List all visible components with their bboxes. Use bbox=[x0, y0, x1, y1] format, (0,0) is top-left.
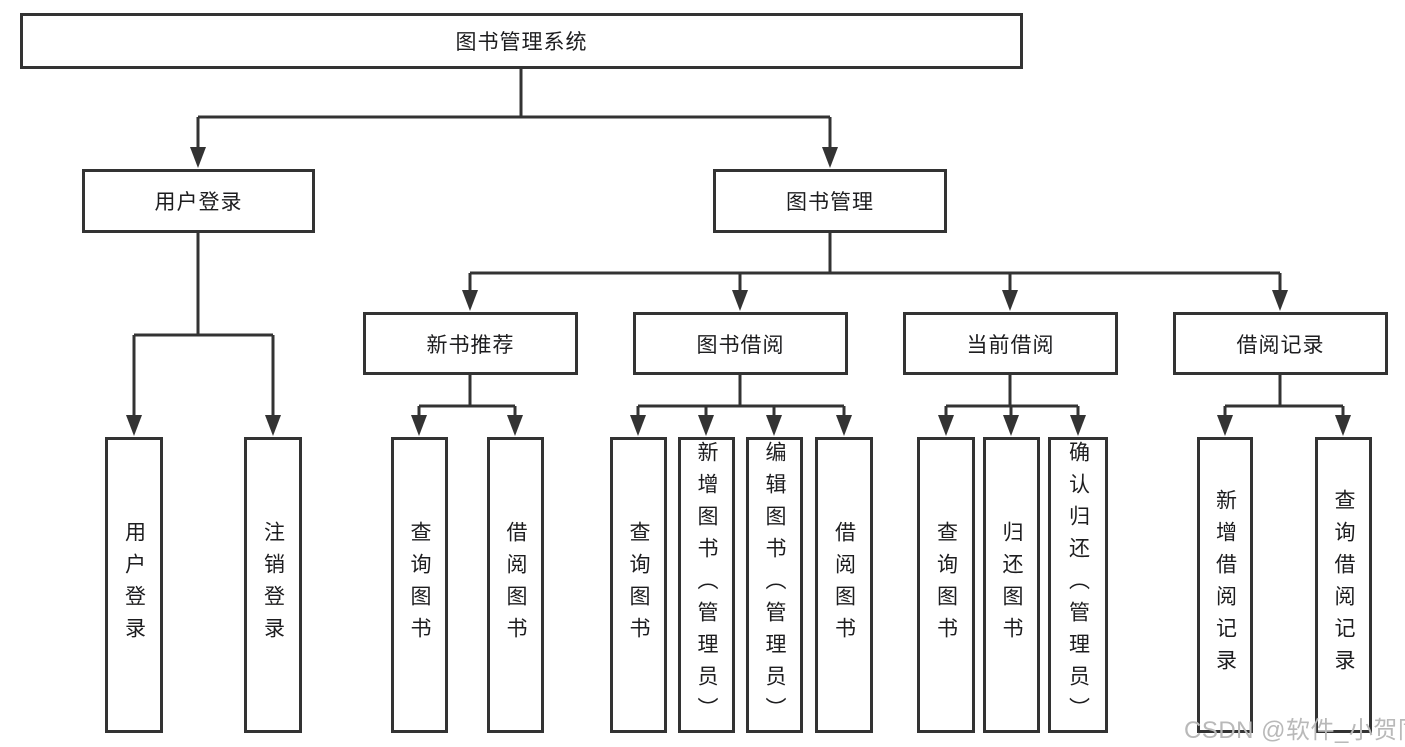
node-label: 查询借阅记录 bbox=[1332, 489, 1355, 681]
node-add-book-admin: 新增图书（管理员） bbox=[678, 437, 735, 733]
node-confirm-return-admin: 确认归还（管理员） bbox=[1048, 437, 1108, 733]
node-borrowing-records: 借阅记录 bbox=[1173, 312, 1388, 375]
node-label: 查询图书 bbox=[408, 521, 431, 649]
node-label: 编辑图书（管理员） bbox=[763, 441, 786, 729]
node-label: 确认归还（管理员） bbox=[1066, 441, 1090, 729]
node-label: 借阅图书 bbox=[832, 521, 856, 649]
node-book-borrowing: 图书借阅 bbox=[633, 312, 848, 375]
node-borrow-books-leaf: 借阅图书 bbox=[815, 437, 873, 733]
node-query-books-current: 查询图书 bbox=[917, 437, 975, 733]
node-query-books-borrow: 查询图书 bbox=[610, 437, 667, 733]
node-label: 图书借阅 bbox=[696, 333, 785, 357]
node-label: 图书管理 bbox=[786, 191, 874, 214]
node-user-login-branch: 用户登录 bbox=[82, 169, 315, 233]
node-book-management-branch: 图书管理 bbox=[713, 169, 947, 233]
node-label: 当前借阅 bbox=[966, 333, 1055, 357]
node-label: 归还图书 bbox=[1000, 521, 1023, 649]
node-label: 新增图书（管理员） bbox=[695, 441, 718, 729]
node-label: 查询图书 bbox=[627, 521, 650, 649]
node-query-books-recommend: 查询图书 bbox=[391, 437, 448, 733]
node-library-management-system: 图书管理系统 bbox=[20, 13, 1023, 69]
node-user-login-leaf: 用户登录 bbox=[105, 437, 163, 733]
node-query-borrow-record: 查询借阅记录 bbox=[1315, 437, 1372, 733]
arrowheads bbox=[126, 147, 1351, 436]
connector-paths bbox=[132, 69, 1345, 420]
node-label: 图书管理系统 bbox=[455, 31, 588, 54]
node-borrow-books-recommend: 借阅图书 bbox=[487, 437, 544, 733]
node-label: 借阅记录 bbox=[1236, 333, 1325, 357]
node-return-book: 归还图书 bbox=[983, 437, 1040, 733]
node-edit-book-admin: 编辑图书（管理员） bbox=[746, 437, 803, 733]
node-label: 用户登录 bbox=[154, 191, 243, 214]
node-label: 借阅图书 bbox=[504, 521, 527, 649]
node-new-book-recommendation: 新书推荐 bbox=[363, 312, 578, 375]
csdn-watermark: CSDN @软件_小贺同学 bbox=[1184, 717, 1405, 744]
node-add-borrow-record: 新增借阅记录 bbox=[1197, 437, 1253, 733]
node-label: 用户登录 bbox=[122, 521, 146, 649]
node-current-borrowing: 当前借阅 bbox=[903, 312, 1118, 375]
node-logout: 注销登录 bbox=[244, 437, 302, 733]
node-label: 查询图书 bbox=[934, 521, 958, 649]
node-label: 新书推荐 bbox=[426, 333, 515, 357]
node-label: 注销登录 bbox=[261, 521, 285, 649]
node-label: 新增借阅记录 bbox=[1213, 489, 1237, 681]
